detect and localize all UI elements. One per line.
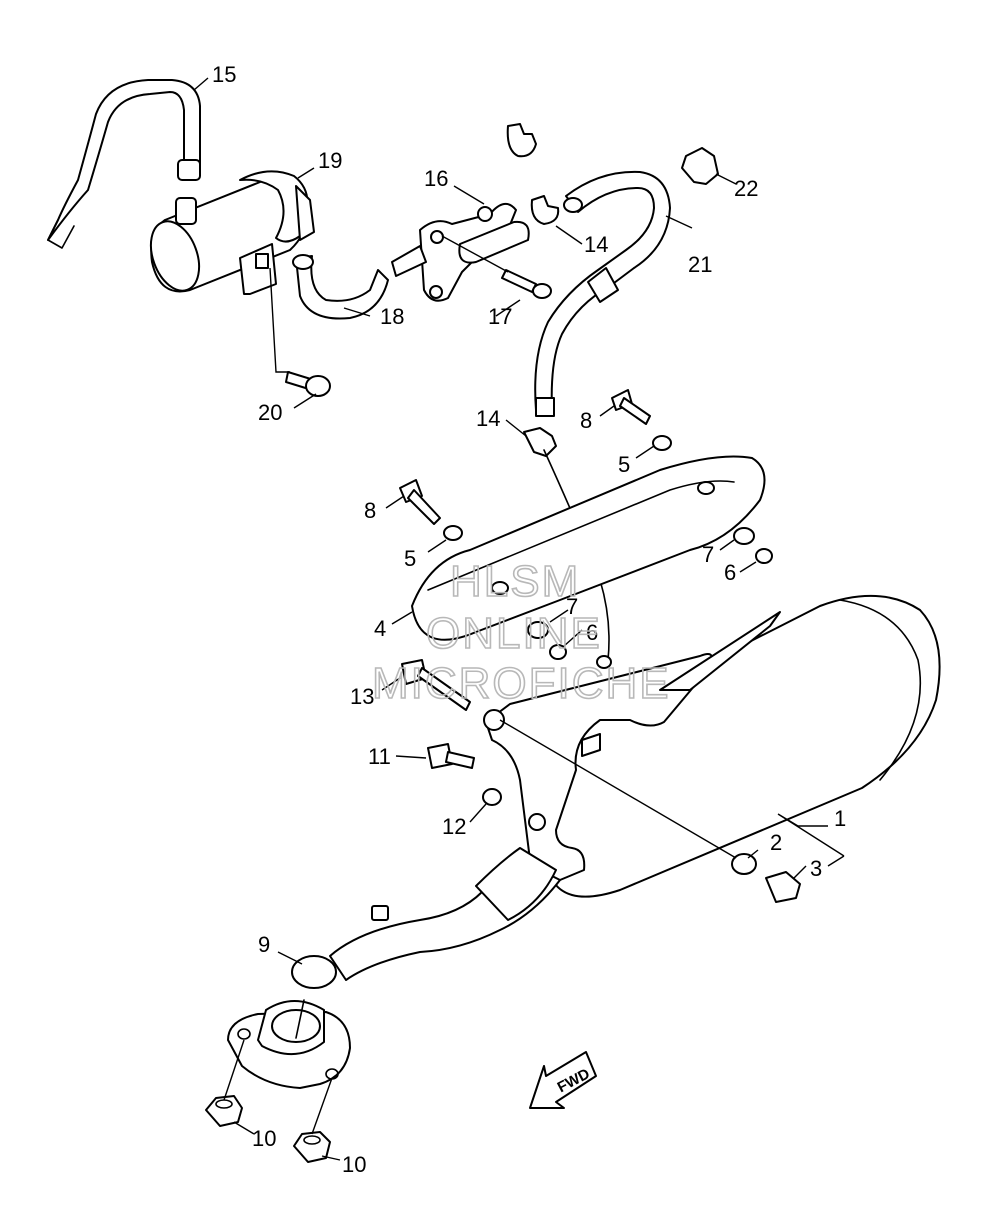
callout-5-left: 5 [404, 546, 416, 571]
part-5-washer-left[interactable] [443, 525, 463, 541]
watermark-line-3: MICROFICHE [372, 659, 671, 708]
part-10-nut-right[interactable] [293, 1131, 331, 1163]
watermark-line-2: ONLINE [426, 609, 602, 658]
part-21-hose[interactable] [534, 170, 671, 417]
callout-3: 3 [810, 856, 822, 881]
callout-17: 17 [488, 304, 512, 329]
part-6-grommet-left[interactable] [549, 644, 567, 660]
part-15-hose[interactable] [47, 79, 201, 249]
part-20-bolt[interactable] [285, 371, 331, 397]
callout-16: 16 [424, 166, 448, 191]
part-17-screw[interactable] [501, 269, 552, 299]
part-18-hose[interactable] [292, 254, 389, 320]
watermark: HLSM ONLINE MICROFICHE [371, 556, 671, 709]
callout-10-left: 10 [252, 1126, 276, 1151]
part-8-bolt-right[interactable] [611, 389, 651, 425]
callout-8-left: 8 [364, 498, 376, 523]
callout-11: 11 [368, 744, 391, 769]
part-14-clip-lower[interactable] [523, 427, 557, 457]
callout-8-right: 8 [580, 408, 592, 433]
part-8-bolt-left[interactable] [399, 479, 441, 525]
exhaust-flange [227, 1000, 351, 1089]
forward-direction-arrow: FWD [529, 1051, 597, 1109]
callout-22: 22 [734, 176, 758, 201]
part-7-collar-right[interactable] [733, 527, 755, 545]
part-22-clip[interactable] [681, 147, 719, 185]
part-12-washer[interactable] [482, 788, 502, 806]
callout-20: 20 [258, 400, 282, 425]
watermark-line-1: HLSM [450, 557, 580, 606]
part-10-nut-left[interactable] [205, 1095, 243, 1127]
callout-21: 21 [688, 252, 712, 277]
callout-1: 1 [834, 806, 846, 831]
part-1-muffler[interactable] [329, 594, 941, 981]
part-19-air-canister[interactable] [142, 170, 315, 297]
callout-19: 19 [318, 148, 342, 173]
callout-14-upper: 14 [584, 232, 608, 257]
callout-9: 9 [258, 932, 270, 957]
callout-6-right: 6 [724, 560, 736, 585]
callout-7-right: 7 [702, 542, 714, 567]
part-14-clip-upper[interactable] [506, 123, 560, 225]
part-7-collar-left[interactable] [527, 621, 549, 639]
part-5-washer-right[interactable] [652, 435, 672, 451]
callout-2: 2 [770, 830, 782, 855]
part-13-bolt[interactable] [401, 659, 471, 711]
callout-numbers: 15 19 16 22 14 21 18 17 20 14 8 5 8 5 7 … [212, 62, 846, 1177]
callout-10-right: 10 [342, 1152, 366, 1177]
part-16-reed-valve[interactable] [391, 203, 530, 302]
part-2-grommet[interactable] [731, 853, 757, 875]
callout-7-left: 7 [566, 594, 578, 619]
callout-5-right: 5 [618, 452, 630, 477]
callout-6-left: 6 [586, 620, 598, 645]
part-11-bolt[interactable] [427, 743, 475, 769]
callout-18: 18 [380, 304, 404, 329]
callout-14-lower: 14 [476, 406, 500, 431]
part-6-grommet-right[interactable] [755, 548, 773, 564]
callout-13: 13 [350, 684, 374, 709]
callout-12: 12 [442, 814, 466, 839]
leader-lines [193, 77, 845, 1161]
part-3-collar[interactable] [765, 871, 801, 903]
callout-15: 15 [212, 62, 236, 87]
part-4-protector[interactable] [411, 455, 766, 641]
part-9-gasket[interactable] [291, 955, 337, 989]
callout-4: 4 [374, 616, 386, 641]
